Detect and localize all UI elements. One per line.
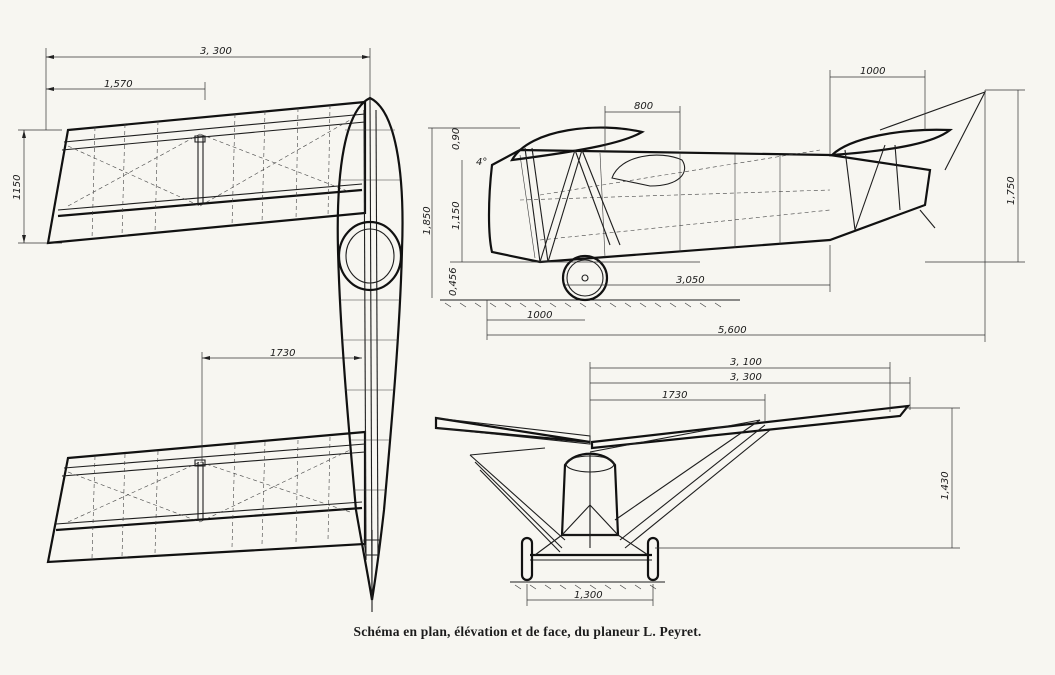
side-dim-angle: 4° (476, 157, 487, 168)
side-view: 800 1000 1,850 1,150 0,90 4° 0,456 3,050… (422, 66, 1025, 342)
side-dim-top: 800 (634, 101, 653, 112)
side-dim-small-top: 0,90 (451, 128, 462, 150)
plan-gap-label: 1730 (270, 348, 295, 359)
side-dim-front: 1000 (527, 310, 552, 321)
plan-span-dimension: 3, 300 1,570 (46, 46, 370, 130)
side-dim-tail-height: 1,750 (1006, 176, 1017, 205)
plan-offset-label: 1,570 (104, 79, 133, 90)
side-dim-total-height: 1,850 (422, 206, 433, 235)
side-cockpit (612, 155, 685, 186)
plan-upper-wing (48, 102, 365, 243)
side-dimensions: 800 1000 1,850 1,150 0,90 4° 0,456 3,050… (422, 66, 1025, 342)
side-dim-fuselage-height: 1,150 (451, 201, 462, 230)
front-view: 3, 100 3, 300 1730 1,430 1,300 (436, 357, 960, 606)
front-dim-half: 1730 (662, 390, 687, 401)
front-left-wheel (522, 538, 532, 580)
plan-span-label: 3, 300 (200, 46, 232, 57)
side-dim-length: 5,600 (718, 325, 747, 336)
side-fuselage (489, 150, 930, 262)
side-dim-wheelbase: 3,050 (676, 275, 705, 286)
side-tail-wing (832, 130, 950, 155)
front-right-wheel (648, 538, 658, 580)
front-dim-span-b: 3, 300 (730, 372, 762, 383)
plan-chord-label: 1150 (12, 175, 23, 200)
side-dim-rear: 1000 (860, 66, 885, 77)
front-left-wing (436, 418, 590, 442)
figure-caption: Schéma en plan, élévation et de face, du… (353, 624, 702, 639)
side-wheel (563, 256, 607, 300)
front-dim-track: 1,300 (574, 590, 603, 601)
front-dim-span-a: 3, 100 (730, 357, 762, 368)
plan-view: 3, 300 1,570 1150 (12, 46, 403, 612)
plan-chord-dimension: 1150 (12, 130, 62, 243)
plan-lower-wing: 1730 (48, 348, 365, 562)
front-dim-height: 1,430 (940, 471, 951, 500)
side-dim-ground: 0,456 (448, 267, 459, 296)
front-dimensions: 3, 100 3, 300 1730 1,430 1,300 (527, 357, 960, 606)
front-right-wing (592, 406, 908, 448)
plan-fuselage (338, 98, 403, 612)
